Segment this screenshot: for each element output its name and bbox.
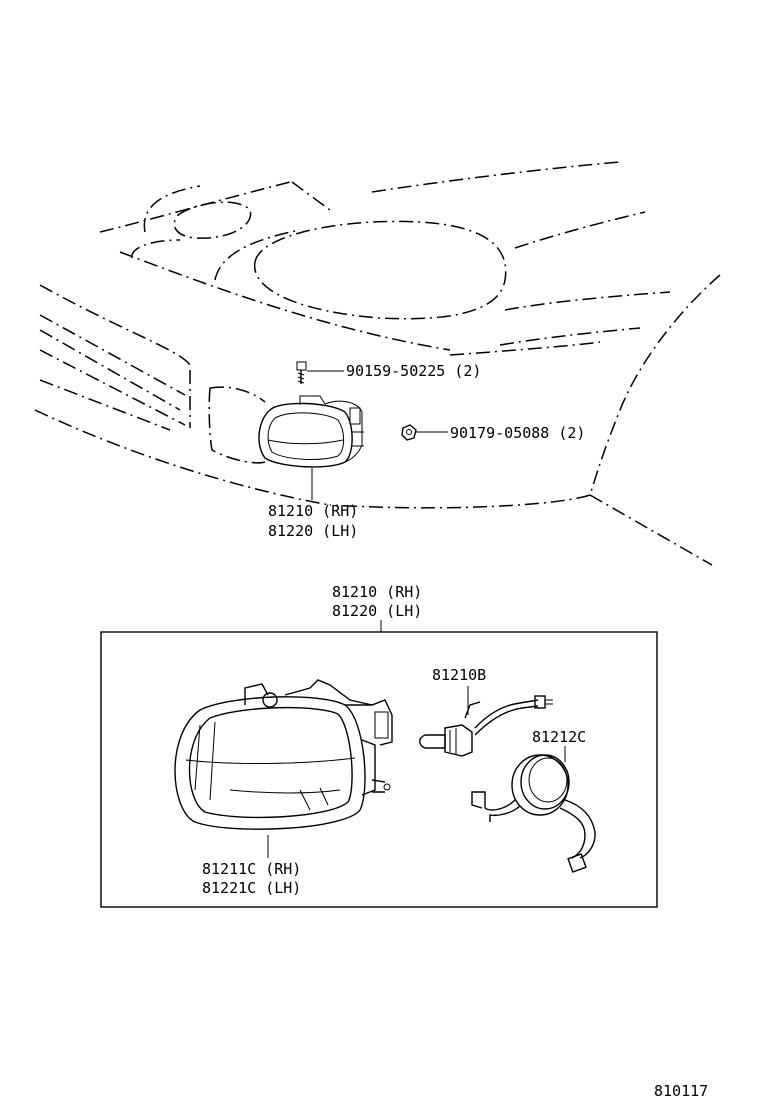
bulb-icon bbox=[419, 695, 553, 757]
assembly-box-rh-label: 81210 (RH) bbox=[332, 583, 422, 601]
nut-icon bbox=[401, 424, 417, 441]
lens-rh-part-number: 81211C (RH) bbox=[202, 860, 301, 878]
socket-part-number: 81212C bbox=[532, 728, 586, 746]
fog-lamp-housing bbox=[174, 679, 393, 830]
assembly-lh-label: 81220 (LH) bbox=[268, 522, 358, 540]
socket-icon bbox=[471, 754, 596, 873]
nut-part-number: 90179-05088 (2) bbox=[450, 424, 585, 442]
lens-lh-part-number: 81221C (LH) bbox=[202, 879, 301, 897]
figure-code: 810117 bbox=[654, 1082, 708, 1100]
bolt-part-number: 90159-50225 (2) bbox=[346, 362, 481, 380]
car-front-outline bbox=[34, 161, 721, 566]
exploded-view-frame bbox=[100, 631, 658, 908]
assembly-rh-label: 81210 (RH) bbox=[268, 502, 358, 520]
bolt-icon bbox=[296, 361, 307, 384]
fog-lamp-installed bbox=[258, 395, 364, 468]
bulb-part-number: 81210B bbox=[432, 666, 486, 684]
assembly-box-lh-label: 81220 (LH) bbox=[332, 602, 422, 620]
